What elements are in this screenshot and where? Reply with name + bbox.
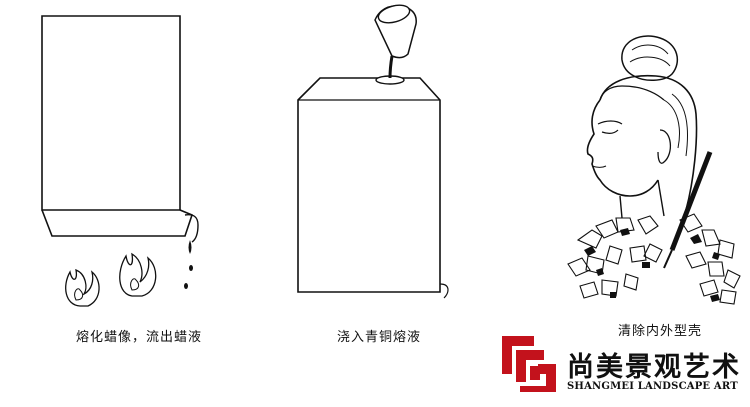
step-pour-bronze-illustration [290,2,470,307]
brand-name-cn: 尚美景观艺术 [567,352,741,383]
brand-logo-icon [498,330,560,396]
step-remove-shell-illustration [560,30,750,310]
step-melt-wax-illustration [40,10,220,310]
step-pour-bronze-caption: 浇入青铜熔液 [337,330,422,345]
step-remove-shell-caption: 清除内外型壳 [618,324,703,339]
brand-name-en: SHANGMEI LANDSCAPE ART [567,381,738,392]
step-melt-wax-caption: 熔化蜡像，流出蜡液 [76,330,203,345]
